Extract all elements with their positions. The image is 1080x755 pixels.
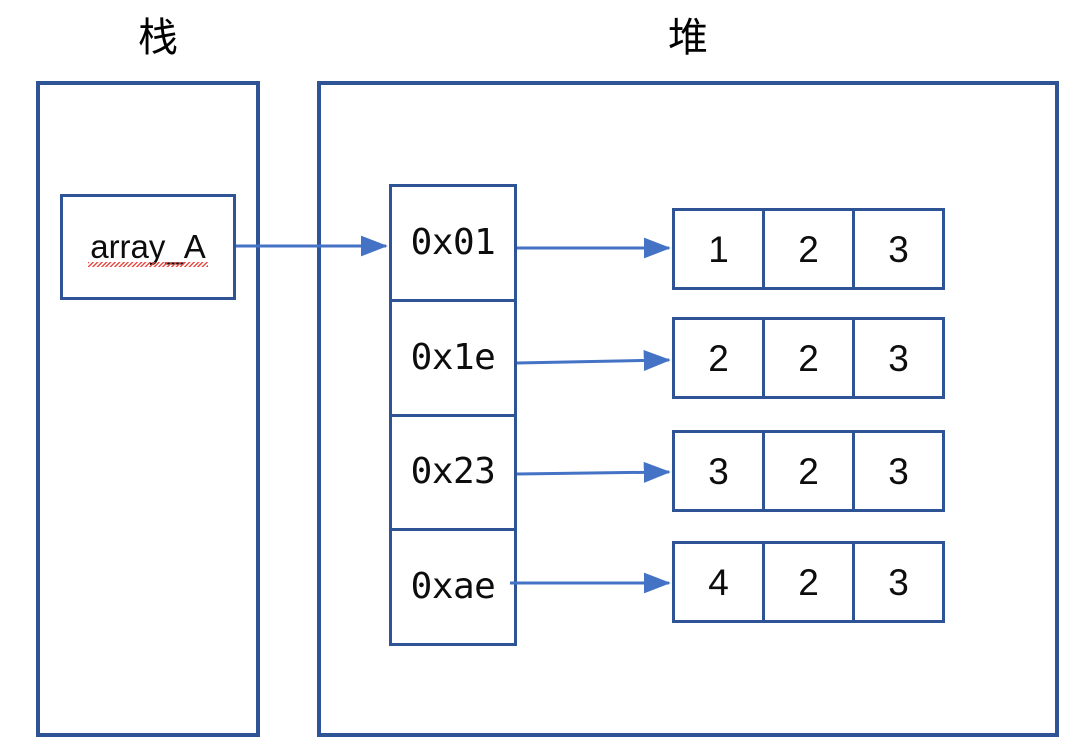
array-cell: 2	[762, 208, 855, 290]
array-cell-value: 2	[798, 450, 819, 492]
pointer-column: 0x01 0x1e 0x23 0xae	[389, 184, 517, 646]
array-cell-value: 3	[888, 450, 909, 492]
array-cell-value: 2	[708, 337, 729, 379]
array-cell-value: 3	[888, 561, 909, 603]
array-cell-value: 3	[888, 337, 909, 379]
stack-region-box	[36, 81, 260, 737]
pointer-address: 0x1e	[410, 336, 496, 378]
array-cell: 3	[672, 430, 765, 512]
array-cell: 2	[762, 541, 855, 623]
array-cell-value: 1	[708, 228, 729, 270]
array-cell-value: 4	[708, 561, 729, 603]
array-cell-value: 3	[888, 228, 909, 270]
pointer-cell: 0x23	[392, 416, 514, 532]
heap-array-row: 2 2 3	[672, 317, 945, 399]
array-cell-value: 2	[798, 337, 819, 379]
heap-region-box	[317, 81, 1059, 737]
array-cell: 3	[852, 430, 945, 512]
heap-array-row: 3 2 3	[672, 430, 945, 512]
stack-region-label: 栈	[138, 15, 178, 61]
heap-array-row: 4 2 3	[672, 541, 945, 623]
array-cell: 1	[672, 208, 765, 290]
pointer-cell: 0x01	[392, 187, 514, 302]
array-cell-value: 3	[708, 450, 729, 492]
array-cell: 4	[672, 541, 765, 623]
pointer-address: 0x01	[410, 221, 496, 263]
array-cell: 2	[762, 430, 855, 512]
pointer-address: 0xae	[410, 566, 496, 608]
array-cell: 2	[672, 317, 765, 399]
stack-variable-box: array_A	[60, 194, 236, 300]
stack-variable-label: array_A	[88, 227, 208, 267]
pointer-cell: 0xae	[392, 531, 514, 643]
heap-array-row: 1 2 3	[672, 208, 945, 290]
array-cell-value: 2	[798, 561, 819, 603]
pointer-cell: 0x1e	[392, 301, 514, 417]
array-cell: 3	[852, 317, 945, 399]
array-cell: 3	[852, 541, 945, 623]
heap-region-label: 堆	[668, 15, 708, 61]
array-cell-value: 2	[798, 228, 819, 270]
array-cell: 2	[762, 317, 855, 399]
pointer-address: 0x23	[410, 451, 496, 493]
array-cell: 3	[852, 208, 945, 290]
